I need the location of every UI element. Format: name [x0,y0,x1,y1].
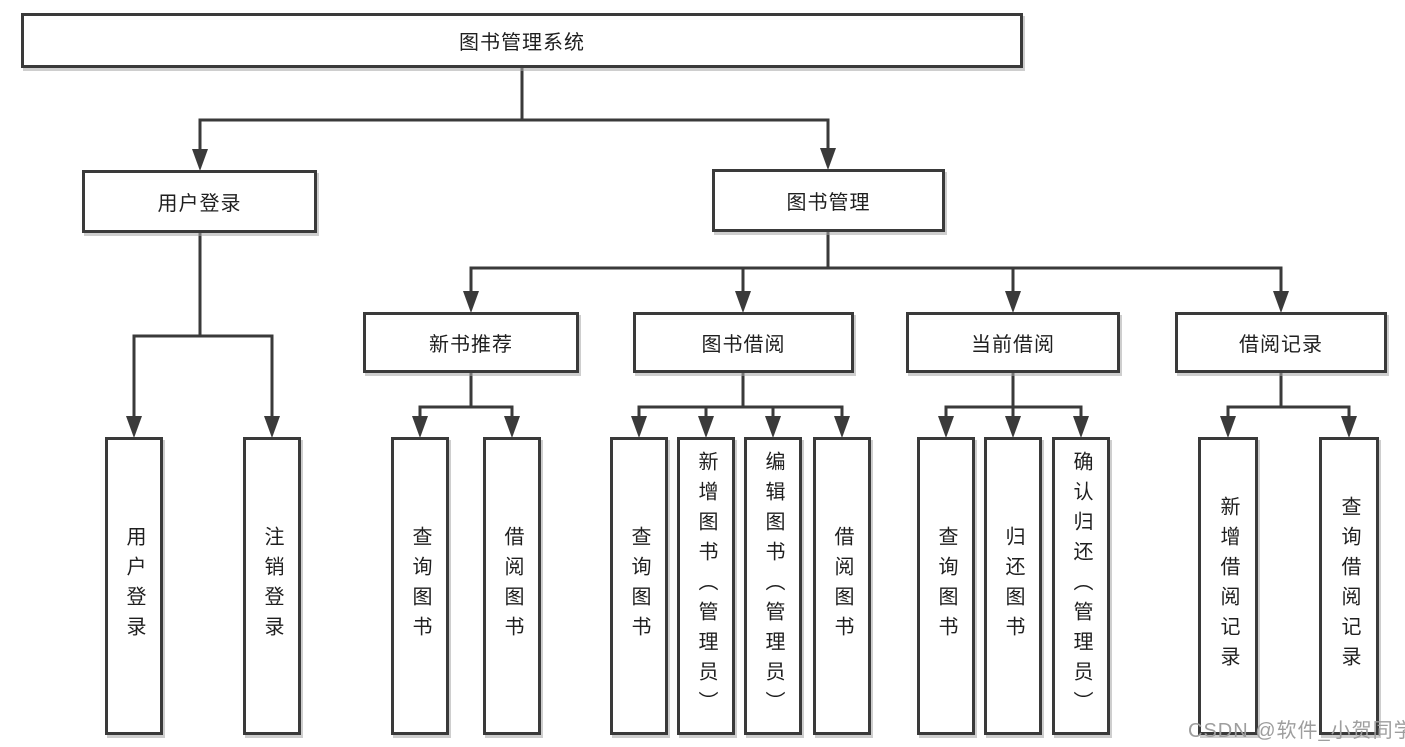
node-label: 新增图书（管理员） [695,451,717,721]
node-borrow-records: 借阅记录 [1175,312,1387,373]
leaf-logout-login: 注销登录 [243,437,301,735]
leaf-query-borrow-record: 查询借阅记录 [1319,437,1379,735]
leaf-query-book-borrow: 查询图书 [610,437,668,735]
leaf-user-login: 用户登录 [105,437,163,735]
leaf-query-book-current: 查询图书 [917,437,975,735]
node-label: 图书借阅 [701,334,786,356]
node-label: 归还图书 [1002,526,1024,646]
leaf-add-borrow-record: 新增借阅记录 [1198,437,1258,735]
node-label: 查询图书 [628,526,650,646]
node-label: 查询图书 [935,526,957,646]
node-label: 确认归还（管理员） [1070,451,1092,721]
node-label: 查询图书 [409,526,431,646]
leaf-edit-book-admin: 编辑图书（管理员） [744,437,802,735]
node-label: 借阅图书 [501,526,523,646]
watermark: CSDN @软件_小贺同学 [1188,720,1405,742]
arrowheads [126,148,1357,438]
node-label: 用户登录 [157,193,242,215]
leaf-confirm-return-admin: 确认归还（管理员） [1052,437,1110,735]
node-label: 新书推荐 [429,334,513,356]
node-new-book-recommend: 新书推荐 [363,312,579,373]
node-label: 注销登录 [261,526,283,646]
node-label: 图书管理系统 [459,32,585,54]
leaf-query-book-recommend: 查询图书 [391,437,449,735]
node-user-login: 用户登录 [82,170,317,233]
leaf-borrow-book: 借阅图书 [813,437,871,735]
node-label: 新增借阅记录 [1217,496,1239,676]
node-book-borrowing: 图书借阅 [633,312,854,373]
node-label: 借阅记录 [1239,334,1323,356]
node-book-management: 图书管理 [712,169,945,232]
node-label: 查询借阅记录 [1338,496,1360,676]
node-current-borrowing: 当前借阅 [906,312,1120,373]
node-label: 当前借阅 [971,334,1055,356]
node-label: 图书管理 [786,192,871,214]
node-label: 编辑图书（管理员） [762,451,784,721]
node-label: 用户登录 [123,526,145,646]
node-root: 图书管理系统 [21,13,1023,68]
tree-edges [132,66,1351,422]
leaf-add-book-admin: 新增图书（管理员） [677,437,735,735]
node-label: 借阅图书 [831,526,853,646]
leaf-borrow-book-recommend: 借阅图书 [483,437,541,735]
leaf-return-book: 归还图书 [984,437,1042,735]
